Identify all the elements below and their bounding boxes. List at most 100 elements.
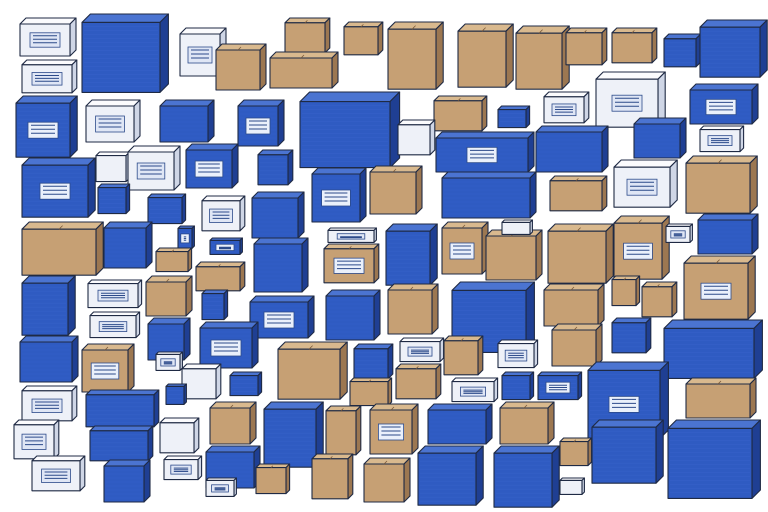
cardboard-box bbox=[277, 341, 348, 400]
cardboard-box bbox=[443, 335, 484, 376]
cardboard-box bbox=[269, 51, 339, 89]
blue-box bbox=[699, 19, 768, 78]
cardboard-box bbox=[284, 17, 331, 54]
blue-box bbox=[441, 171, 537, 219]
cardboard-box bbox=[195, 261, 246, 292]
blue-box bbox=[689, 83, 759, 125]
cardboard-box bbox=[441, 221, 489, 275]
cardboard-box bbox=[499, 401, 555, 445]
white-box bbox=[85, 99, 141, 143]
blue-box bbox=[591, 419, 664, 484]
cardboard-box bbox=[613, 215, 670, 280]
blue-box bbox=[147, 193, 187, 225]
cardboard-box bbox=[395, 363, 442, 400]
blue-box bbox=[253, 237, 309, 293]
white-box bbox=[95, 151, 131, 183]
white-box bbox=[155, 351, 183, 371]
blue-box bbox=[501, 371, 535, 401]
cardboard-box bbox=[611, 27, 658, 64]
blue-box bbox=[257, 149, 294, 186]
cardboard-box bbox=[685, 155, 758, 214]
blue-box bbox=[237, 99, 285, 147]
white-box bbox=[21, 385, 78, 422]
blue-box bbox=[199, 321, 259, 369]
white-box bbox=[327, 227, 377, 243]
white-box bbox=[19, 17, 77, 57]
blue-box bbox=[417, 445, 484, 506]
white-box bbox=[613, 159, 678, 208]
blue-box bbox=[159, 99, 215, 143]
white-box bbox=[451, 377, 499, 403]
white-box bbox=[399, 337, 445, 363]
blue-box bbox=[497, 105, 531, 129]
cardboard-box bbox=[255, 463, 291, 495]
blue-box bbox=[493, 445, 560, 508]
white-box bbox=[205, 477, 237, 497]
blue-box bbox=[435, 131, 535, 173]
cardboard-box bbox=[515, 25, 570, 90]
cardboard-box bbox=[311, 453, 354, 500]
blue-box bbox=[535, 125, 609, 173]
cardboard-box bbox=[543, 283, 605, 327]
white-box bbox=[501, 219, 533, 235]
cardboard-box bbox=[685, 377, 757, 419]
white-box bbox=[163, 455, 203, 481]
white-box bbox=[699, 125, 745, 153]
blue-box bbox=[21, 157, 96, 218]
blue-box bbox=[249, 295, 315, 339]
blue-box bbox=[311, 167, 367, 223]
blue-box bbox=[667, 419, 761, 499]
blue-box bbox=[611, 317, 652, 354]
white-box bbox=[543, 91, 590, 124]
blue-box bbox=[663, 33, 702, 68]
cardboard-box bbox=[145, 275, 193, 317]
cardboard-box bbox=[611, 275, 641, 307]
cardboard-box bbox=[21, 221, 104, 276]
cardboard-box bbox=[387, 21, 444, 90]
white-box bbox=[159, 417, 200, 454]
blue-box bbox=[19, 335, 79, 383]
cardboard-box bbox=[323, 243, 380, 284]
blue-box bbox=[251, 191, 305, 239]
blue-box bbox=[263, 401, 324, 468]
blue-box bbox=[325, 289, 381, 341]
white-box bbox=[89, 311, 141, 339]
cardboard-box bbox=[549, 175, 608, 212]
cardboard-box bbox=[387, 283, 439, 335]
blue-box bbox=[385, 223, 438, 286]
blue-box bbox=[427, 403, 493, 445]
cardboard-box bbox=[551, 323, 603, 367]
blue-box bbox=[81, 13, 169, 93]
white-box bbox=[665, 223, 693, 243]
white-box bbox=[31, 455, 86, 492]
blue-box bbox=[697, 213, 759, 255]
cardboard-box bbox=[559, 437, 593, 467]
blue-box bbox=[663, 319, 763, 379]
blue-box bbox=[229, 371, 263, 397]
cardboard-box bbox=[155, 247, 193, 273]
cardboard-box bbox=[641, 281, 678, 318]
blue-box bbox=[451, 281, 535, 353]
blue-box bbox=[299, 91, 401, 169]
cardboard-box bbox=[457, 23, 514, 88]
white-box bbox=[397, 119, 436, 156]
blue-box bbox=[537, 371, 583, 401]
blue-box bbox=[103, 221, 153, 269]
blue-box bbox=[85, 389, 160, 428]
blue-box bbox=[165, 383, 187, 405]
white-box bbox=[201, 195, 246, 232]
cardboard-box bbox=[343, 21, 384, 56]
cardboard-box bbox=[349, 377, 393, 407]
blue-box bbox=[97, 183, 131, 215]
white-box bbox=[497, 339, 539, 369]
cardboard-box bbox=[325, 405, 362, 456]
cardboard-box bbox=[369, 403, 419, 455]
cardboard-box bbox=[485, 229, 543, 281]
blue-box bbox=[103, 459, 151, 503]
blue-box bbox=[633, 117, 687, 159]
white-box bbox=[13, 419, 60, 460]
cardboard-box bbox=[565, 27, 608, 66]
cardboard-box bbox=[81, 343, 135, 393]
